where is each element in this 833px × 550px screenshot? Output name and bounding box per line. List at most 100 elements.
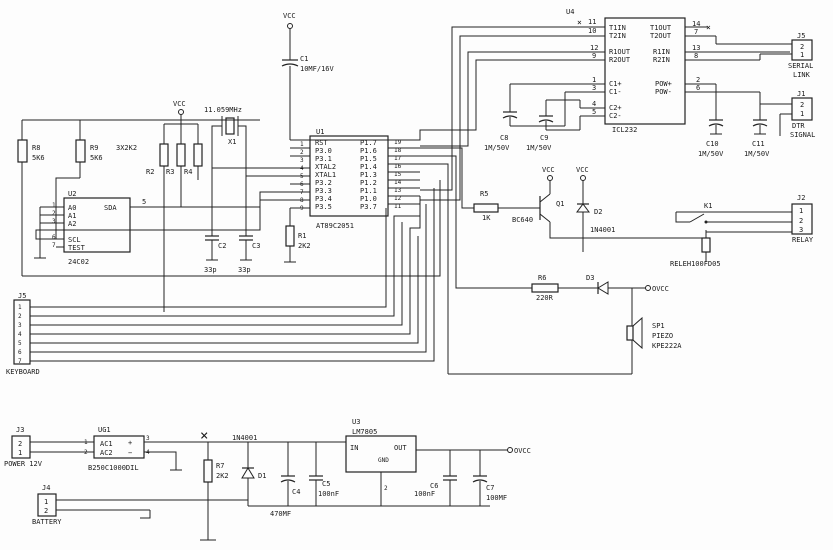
- svg-text:2: 2: [18, 313, 22, 320]
- keyboard-label: KEYBOARD: [6, 368, 40, 376]
- svg-text:R2OUT: R2OUT: [609, 56, 631, 64]
- power-connector: [11, 435, 31, 459]
- svg-text:C2+: C2+: [609, 104, 622, 112]
- c6-label: C6: [430, 482, 438, 490]
- r5-label: R5: [480, 190, 488, 198]
- keyboard-pin-numbers: 1 2 3 4 5 6 7: [18, 304, 22, 365]
- lm7805-regulator: [345, 435, 417, 473]
- c3-label: C3: [252, 242, 260, 250]
- svg-text:−: −: [128, 449, 132, 457]
- svg-text:A1: A1: [68, 212, 76, 220]
- j1-dtr-connector: [791, 97, 813, 121]
- svg-text:P3.3: P3.3: [315, 187, 332, 195]
- crystal-freq-label: 11.059MHz: [204, 106, 242, 114]
- svg-text:R1IN: R1IN: [653, 48, 670, 56]
- svg-text:17: 17: [394, 155, 402, 162]
- nc-mark-t1in: ×: [577, 18, 582, 27]
- r8-resistor: [17, 139, 28, 163]
- svg-text:C2-: C2-: [609, 112, 622, 120]
- svg-text:P1.7: P1.7: [360, 139, 377, 147]
- svg-text:1: 1: [592, 76, 596, 84]
- at89c2051-label: AT89C2051: [316, 222, 354, 230]
- sp1-label: SP1: [652, 322, 665, 330]
- d3-label: D3: [586, 274, 594, 282]
- c8-value: 1M/50V: [484, 144, 510, 152]
- j2-relay-connector: [791, 203, 813, 235]
- j5-serial-label: J5: [797, 32, 805, 40]
- svg-text:GND: GND: [378, 457, 389, 464]
- relay-label: RELAY: [792, 236, 814, 244]
- c8-label: C8: [500, 134, 508, 142]
- r8-label: R8: [32, 144, 40, 152]
- svg-text:P1.2: P1.2: [360, 179, 377, 187]
- svg-text:3: 3: [18, 322, 22, 329]
- u1-right-pins: P1.7 P1.6 P1.5 P1.4 P1.3 P1.2 P1.1 P1.0 …: [360, 139, 377, 211]
- piezo-speaker: [626, 325, 634, 341]
- svg-text:POW+: POW+: [655, 80, 672, 88]
- r7-resistor: [203, 459, 213, 483]
- svg-text:2: 2: [800, 43, 804, 51]
- svg-text:XTAL2: XTAL2: [315, 163, 336, 171]
- vcc-r-label: VCC: [173, 100, 186, 108]
- svg-text:3: 3: [799, 226, 803, 234]
- link-label: LINK: [793, 71, 811, 79]
- svg-text:1: 1: [18, 304, 22, 311]
- svg-text:POW-: POW-: [655, 88, 672, 96]
- r7-label: R7: [216, 462, 224, 470]
- at89c2051-chip: [309, 135, 389, 217]
- c3-value: 33p: [238, 266, 251, 274]
- c9-label: C9: [540, 134, 548, 142]
- svg-text:7: 7: [694, 28, 698, 36]
- ovcc-label: OVCC: [652, 285, 669, 293]
- svg-text:1: 1: [799, 207, 803, 215]
- lm7805-label: LM7805: [352, 428, 377, 436]
- k1-label: K1: [704, 202, 712, 210]
- svg-text:T1IN: T1IN: [609, 24, 626, 32]
- d2-label: D2: [594, 208, 602, 216]
- svg-text:AC2: AC2: [100, 449, 113, 457]
- svg-text:7: 7: [52, 242, 56, 249]
- j5-serial-connector: [791, 39, 813, 61]
- svg-text:5: 5: [300, 173, 304, 180]
- r6-value: 220R: [536, 294, 554, 302]
- svg-text:2: 2: [44, 507, 48, 515]
- u1-left-pins: RST P3.0 P3.1 XTAL2 XTAL1 P3.2 P3.3 P3.4…: [315, 139, 336, 211]
- svg-text:2: 2: [84, 449, 88, 456]
- dtr-label: DTR: [792, 122, 805, 130]
- r6-label: R6: [538, 274, 546, 282]
- cut-mark: ×: [200, 428, 208, 444]
- c11-label: C11: [752, 140, 765, 148]
- svg-text:2: 2: [300, 149, 304, 156]
- svg-text:XTAL1: XTAL1: [315, 171, 336, 179]
- c10-value: 1M/50V: [698, 150, 724, 158]
- c1-label: C1: [300, 55, 308, 63]
- u3-label: U3: [352, 418, 360, 426]
- u2-label: U2: [68, 190, 76, 198]
- svg-text:7: 7: [18, 358, 22, 365]
- icl232-label: ICL232: [612, 126, 637, 134]
- icl232-chip: [604, 17, 686, 125]
- r1-label: R1: [298, 232, 306, 240]
- j5-keyboard-label: J5: [18, 292, 26, 300]
- svg-text:6: 6: [696, 84, 700, 92]
- svg-text:12: 12: [394, 195, 402, 202]
- c7-label: C7: [486, 484, 494, 492]
- r2-resistor: [159, 143, 169, 167]
- svg-text:2: 2: [384, 485, 388, 492]
- ovcc-out-label: OVCC: [514, 447, 531, 455]
- r1-value: 2K2: [298, 242, 311, 250]
- r1-resistor: [285, 225, 295, 247]
- j3-label: J3: [16, 426, 24, 434]
- svg-text:18: 18: [394, 147, 402, 154]
- svg-text:4: 4: [18, 331, 22, 338]
- x1-label: X1: [228, 138, 236, 146]
- svg-text:5: 5: [592, 108, 596, 116]
- svg-text:7: 7: [300, 189, 304, 196]
- svg-text:2: 2: [52, 210, 56, 217]
- u4-label: U4: [566, 8, 574, 16]
- relay-part-label: RELEH100FD05: [670, 260, 721, 268]
- svg-text:2: 2: [18, 440, 22, 448]
- c11-value: 1M/50V: [744, 150, 770, 158]
- vcc-d2-label: VCC: [576, 166, 589, 174]
- bridge-label: B250C1000DIL: [88, 464, 139, 472]
